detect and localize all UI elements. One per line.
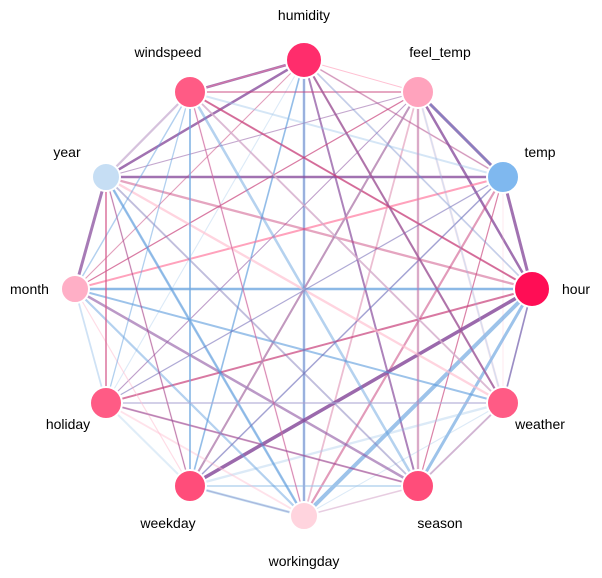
edge-holiday-windspeed bbox=[105, 91, 191, 404]
edge-extra-humidity-windspeed bbox=[189, 59, 305, 93]
edge-extra-weekday-feel_temp bbox=[189, 91, 419, 487]
edge-extra-workingday-weekday bbox=[189, 485, 305, 517]
edge-weather-workingday bbox=[303, 402, 504, 517]
node-hour bbox=[513, 270, 551, 308]
edge-temp-month bbox=[74, 176, 504, 290]
node-label-weekday: weekday bbox=[139, 515, 195, 531]
edge-weather-month bbox=[74, 288, 504, 404]
edge-season-month bbox=[73, 287, 420, 488]
node-weekday bbox=[173, 469, 207, 503]
node-label-year: year bbox=[53, 144, 81, 160]
edge-hour-holiday bbox=[105, 288, 533, 404]
edge-extra-feel_temp-weather bbox=[417, 91, 504, 404]
edge-humidity-hour bbox=[303, 59, 533, 290]
edge-extra-hour-humidity bbox=[303, 59, 533, 290]
edge-feel_temp-workingday bbox=[303, 91, 419, 517]
edge-extra-weather-season bbox=[417, 402, 504, 487]
node-year bbox=[91, 162, 121, 192]
edge-hour-weather bbox=[502, 288, 533, 404]
node-label-temp: temp bbox=[524, 144, 555, 160]
edge-extra-humidity-windspeed bbox=[189, 59, 305, 93]
edge-humidity-season bbox=[303, 59, 419, 487]
node-label-hour: hour bbox=[562, 281, 590, 297]
edge-extra-workingday-season bbox=[303, 485, 419, 517]
node-holiday bbox=[89, 386, 123, 420]
edge-extra-weekday-workingday bbox=[189, 485, 305, 517]
node-weather bbox=[486, 386, 520, 420]
edge-humidity-feel_temp bbox=[303, 59, 419, 93]
edge-extra-windspeed-weather bbox=[189, 91, 504, 404]
edge-season-windspeed bbox=[188, 90, 420, 488]
edge-hour-year bbox=[104, 175, 534, 291]
edge-humidity-holiday bbox=[105, 59, 305, 404]
node-label-feel_temp: feel_temp bbox=[409, 44, 471, 60]
node-temp bbox=[486, 160, 520, 194]
edge-season-year bbox=[105, 176, 419, 487]
edge-humidity-windspeed bbox=[188, 58, 306, 94]
node-season bbox=[401, 469, 435, 503]
edge-extra-temp-weekday bbox=[189, 176, 504, 487]
edge-extra-year-weekday bbox=[105, 176, 191, 487]
edge-humidity-year bbox=[104, 58, 306, 179]
node-label-humidity: humidity bbox=[278, 7, 330, 23]
edge-hour-windspeed bbox=[189, 91, 533, 290]
node-workingday bbox=[289, 501, 319, 531]
node-windspeed bbox=[173, 75, 207, 109]
edge-workingday-windspeed bbox=[189, 91, 305, 517]
node-humidity bbox=[285, 41, 323, 79]
edge-feel_temp-month bbox=[74, 91, 419, 290]
edge-extra-holiday-temp bbox=[105, 176, 504, 404]
edge-extra-windspeed-hour bbox=[189, 91, 533, 290]
edge-weather-year bbox=[104, 175, 505, 405]
edge-feel_temp-holiday bbox=[105, 91, 419, 404]
edge-workingday-holiday bbox=[105, 402, 305, 517]
node-label-weather: weather bbox=[514, 416, 565, 432]
edge-extra-workingday-year bbox=[105, 176, 305, 517]
edge-humidity-weekday bbox=[189, 59, 305, 487]
node-label-season: season bbox=[417, 515, 462, 531]
node-label-windspeed: windspeed bbox=[134, 44, 202, 60]
edge-extra-feel_temp-temp bbox=[417, 91, 504, 178]
node-label-holiday: holiday bbox=[46, 416, 90, 432]
edge-month-year bbox=[73, 175, 108, 291]
edge-extra-hour-weather bbox=[502, 288, 533, 404]
edge-workingday-year bbox=[104, 175, 306, 518]
edge-season-workingday bbox=[303, 485, 419, 517]
edge-weekday-month bbox=[74, 288, 191, 487]
edge-extra-weather-windspeed bbox=[189, 91, 504, 404]
edge-extra-holiday-season bbox=[105, 402, 419, 487]
edge-feel_temp-hour bbox=[416, 90, 534, 291]
edge-weather-windspeed bbox=[189, 91, 504, 404]
edge-extra-humidity-temp bbox=[303, 59, 504, 178]
edge-extra-humidity-weekday bbox=[189, 59, 305, 487]
edge-hour-weekday bbox=[188, 287, 534, 488]
node-month bbox=[60, 274, 90, 304]
edge-extra-weather-season bbox=[417, 402, 504, 487]
edge-extra-weather-humidity bbox=[303, 59, 504, 404]
edge-weekday-holiday bbox=[104, 401, 192, 488]
edge-extra-humidity-weather bbox=[303, 59, 504, 404]
nodes-layer bbox=[60, 41, 551, 531]
edge-workingday-weekday bbox=[188, 484, 306, 518]
node-label-workingday: workingday bbox=[268, 553, 340, 569]
node-label-month: month bbox=[10, 281, 49, 297]
edge-month-windspeed bbox=[74, 91, 191, 290]
edge-extra-weather-season bbox=[417, 402, 504, 487]
edges-layer bbox=[73, 58, 534, 518]
node-feel_temp bbox=[401, 75, 435, 109]
edge-temp-hour bbox=[501, 175, 534, 291]
edge-year-windspeed bbox=[104, 90, 192, 179]
edge-weekday-year bbox=[105, 176, 191, 487]
edge-feel_temp-temp bbox=[416, 90, 505, 179]
edge-extra-workingday-windspeed bbox=[189, 91, 305, 517]
edge-holiday-month bbox=[74, 288, 107, 404]
edge-temp-weekday bbox=[189, 176, 504, 487]
edge-extra-year-season bbox=[105, 176, 419, 487]
